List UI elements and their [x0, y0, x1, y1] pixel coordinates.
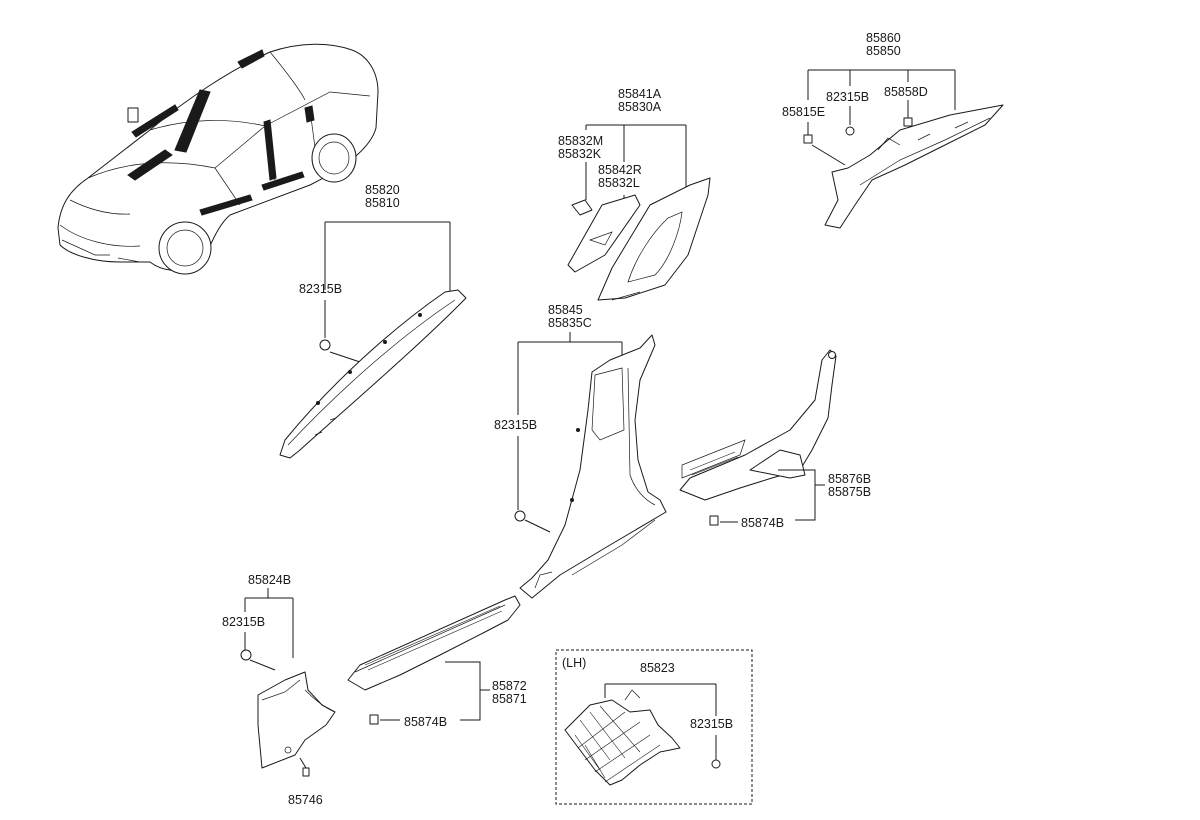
label-85815E: 85815E [782, 105, 825, 119]
label-85824B: 85824B [248, 573, 291, 587]
label-85876B: 85876B [828, 472, 871, 486]
label-85842R: 85842R [598, 163, 642, 177]
label-85746: 85746 [288, 793, 323, 807]
label-85858D: 85858D [884, 85, 928, 99]
label-85832L: 85832L [598, 176, 640, 190]
label-82315B-c: 82315B [222, 615, 265, 629]
part-85841A-85830A: 85841A 85830A 85832M 85832K 85842R 85832… [558, 87, 711, 301]
label-85874B-r: 85874B [741, 516, 784, 530]
label-85823: 85823 [640, 661, 675, 675]
part-85845-85835C: 85845 85835C 82315B [494, 303, 667, 599]
label-85860: 85860 [866, 31, 901, 45]
part-85820-85810: 85820 85810 82315B [279, 183, 467, 459]
label-85832M: 85832M [558, 134, 603, 148]
label-85820: 85820 [365, 183, 400, 197]
label-82315B-a: 82315B [299, 282, 342, 296]
part-85876B-85875B: 85876B 85875B 85874B [679, 349, 871, 530]
part-85872-85871: 85872 85871 85874B [347, 595, 527, 729]
label-85835C: 85835C [548, 316, 592, 330]
label-lh: (LH) [562, 656, 586, 670]
label-82315B-b: 82315B [494, 418, 537, 432]
label-85874B-l: 85874B [404, 715, 447, 729]
part-85860-85850: 85860 85850 82315B 85858D 85815E [782, 31, 1004, 229]
lh-dashed-frame [555, 649, 753, 805]
label-82315B-tr: 82315B [826, 90, 869, 104]
label-85850: 85850 [866, 44, 901, 58]
label-85832K: 85832K [558, 147, 602, 161]
part-85823-lh-box: (LH) 85823 82315B [555, 649, 753, 805]
label-85871: 85871 [492, 692, 527, 706]
car-illustration [57, 43, 379, 275]
label-82315B-d: 82315B [690, 717, 733, 731]
part-85824B: 85824B 82315B 85746 [222, 573, 336, 807]
label-85845: 85845 [548, 303, 583, 317]
label-85841A: 85841A [618, 87, 662, 101]
label-85830A: 85830A [618, 100, 662, 114]
label-85875B: 85875B [828, 485, 871, 499]
label-85810: 85810 [365, 196, 400, 210]
label-85872: 85872 [492, 679, 527, 693]
